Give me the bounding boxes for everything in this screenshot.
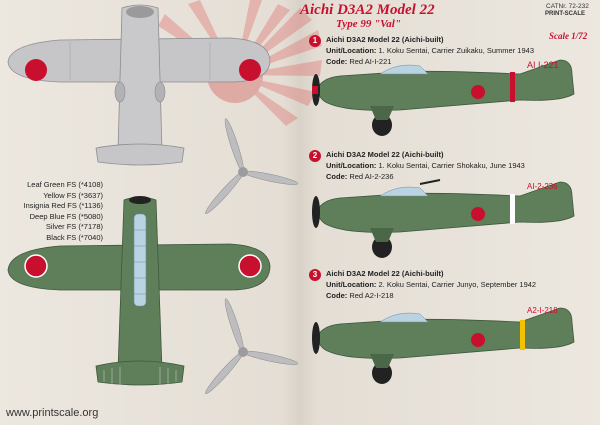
profile-3-plane (312, 307, 575, 384)
propeller-2 (205, 298, 299, 394)
profile-info-3: Aichi D3A2 Model 22 (Aichi-built) Unit/L… (326, 268, 536, 301)
unit-label: Unit/Location: (326, 46, 377, 55)
code-label: Code: (326, 57, 348, 66)
unit-label: Unit/Location: (326, 280, 377, 289)
color-legend-item: Black FS (*7040) (46, 232, 103, 242)
profile-info-1: Aichi D3A2 Model 22 (Aichi-built) Unit/L… (326, 34, 534, 67)
profile-number-1: 1 (309, 35, 321, 47)
code-value: Red AI-2-236 (347, 172, 394, 181)
website-url: www.printscale.org (6, 407, 99, 419)
page-title: Aichi D3A2 Model 22 (300, 2, 435, 18)
brand-logo: PRINT-SCALE (545, 11, 586, 17)
code-value: Red AI-I-221 (347, 57, 392, 66)
color-legend-item: Deep Blue FS (*5080) (29, 211, 103, 221)
profile-heading: Aichi D3A2 Model 22 (Aichi-built) (326, 150, 444, 159)
code-label: Code: (326, 172, 348, 181)
plane-underside-view (7, 4, 271, 166)
propeller-1 (205, 118, 299, 214)
color-legend-item: Insignia Red FS (*1136) (23, 201, 104, 210)
color-legend-item: Leaf Green FS (*4108) (27, 180, 103, 189)
unit-value: 1. Koku Sentai, Carrier Shokaku, June 19… (376, 161, 525, 170)
unit-value: 2. Koku Sentai, Carrier Junyo, September… (376, 280, 537, 289)
page-subtitle: Type 99 "Val" (336, 18, 401, 30)
unit-value: 1. Koku Sentai, Carrier Zuikaku, Summer … (376, 46, 535, 55)
tail-code-2: AI-2-236 (527, 182, 558, 191)
code-label: Code: (326, 291, 348, 300)
scale-label: Scale 1/72 (549, 31, 588, 41)
profile-1-plane (312, 59, 575, 136)
catalog-number: CATNr. 72-232 (546, 3, 589, 10)
color-legend: Leaf Green FS (*4108) Yellow FS (*3637) … (24, 180, 104, 243)
profile-heading: Aichi D3A2 Model 22 (Aichi-built) (326, 35, 444, 44)
code-value: Red A2-I-218 (347, 291, 394, 300)
tail-code-1: AI I-221 (527, 60, 559, 70)
tail-code-3: A2-I-218 (527, 306, 558, 315)
profile-number-2: 2 (309, 150, 321, 162)
profile-number-3: 3 (309, 269, 321, 281)
plane-topside-view (7, 196, 271, 386)
color-legend-item: Silver FS (*7178) (45, 222, 103, 231)
unit-label: Unit/Location: (326, 161, 377, 170)
profile-heading: Aichi D3A2 Model 22 (Aichi-built) (326, 269, 444, 278)
profile-2-plane (312, 179, 575, 258)
profile-info-2: Aichi D3A2 Model 22 (Aichi-built) Unit/L… (326, 149, 525, 182)
color-legend-item: Yellow FS (*3637) (43, 190, 103, 200)
